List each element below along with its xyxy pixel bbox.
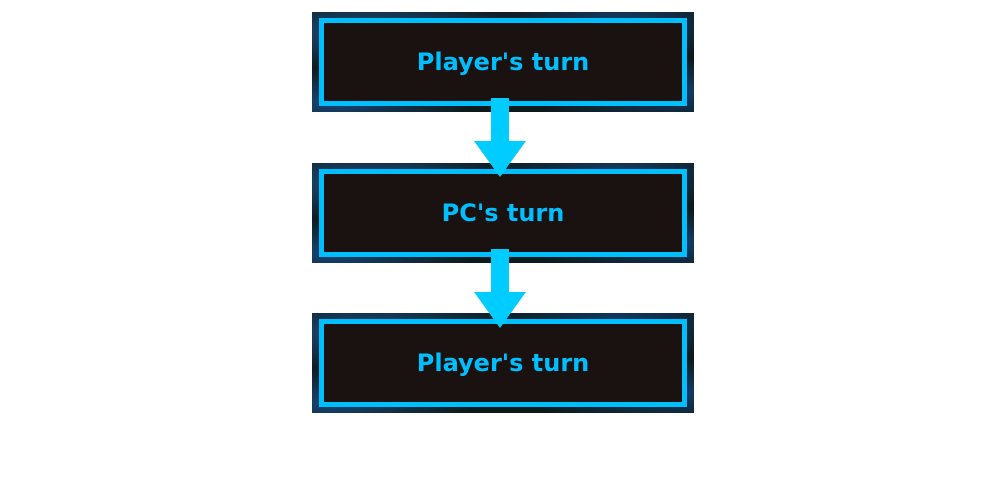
step-box-3: Player's turn bbox=[319, 319, 687, 407]
arrow-head bbox=[474, 141, 526, 177]
step-box-2: PC's turn bbox=[319, 169, 687, 257]
step-card-2: PC's turn bbox=[312, 163, 694, 263]
step-label-1: Player's turn bbox=[416, 48, 590, 76]
step-card-3: Player's turn bbox=[312, 313, 694, 413]
down-arrow-2 bbox=[474, 249, 526, 329]
step-box-1: Player's turn bbox=[319, 18, 687, 106]
step-label-3: Player's turn bbox=[416, 349, 590, 377]
arrow-head bbox=[474, 292, 526, 328]
down-arrow-1 bbox=[474, 98, 526, 178]
arrow-shaft bbox=[491, 249, 509, 293]
step-card-1: Player's turn bbox=[312, 12, 694, 112]
arrow-shaft bbox=[491, 98, 509, 142]
step-label-2: PC's turn bbox=[441, 199, 565, 227]
